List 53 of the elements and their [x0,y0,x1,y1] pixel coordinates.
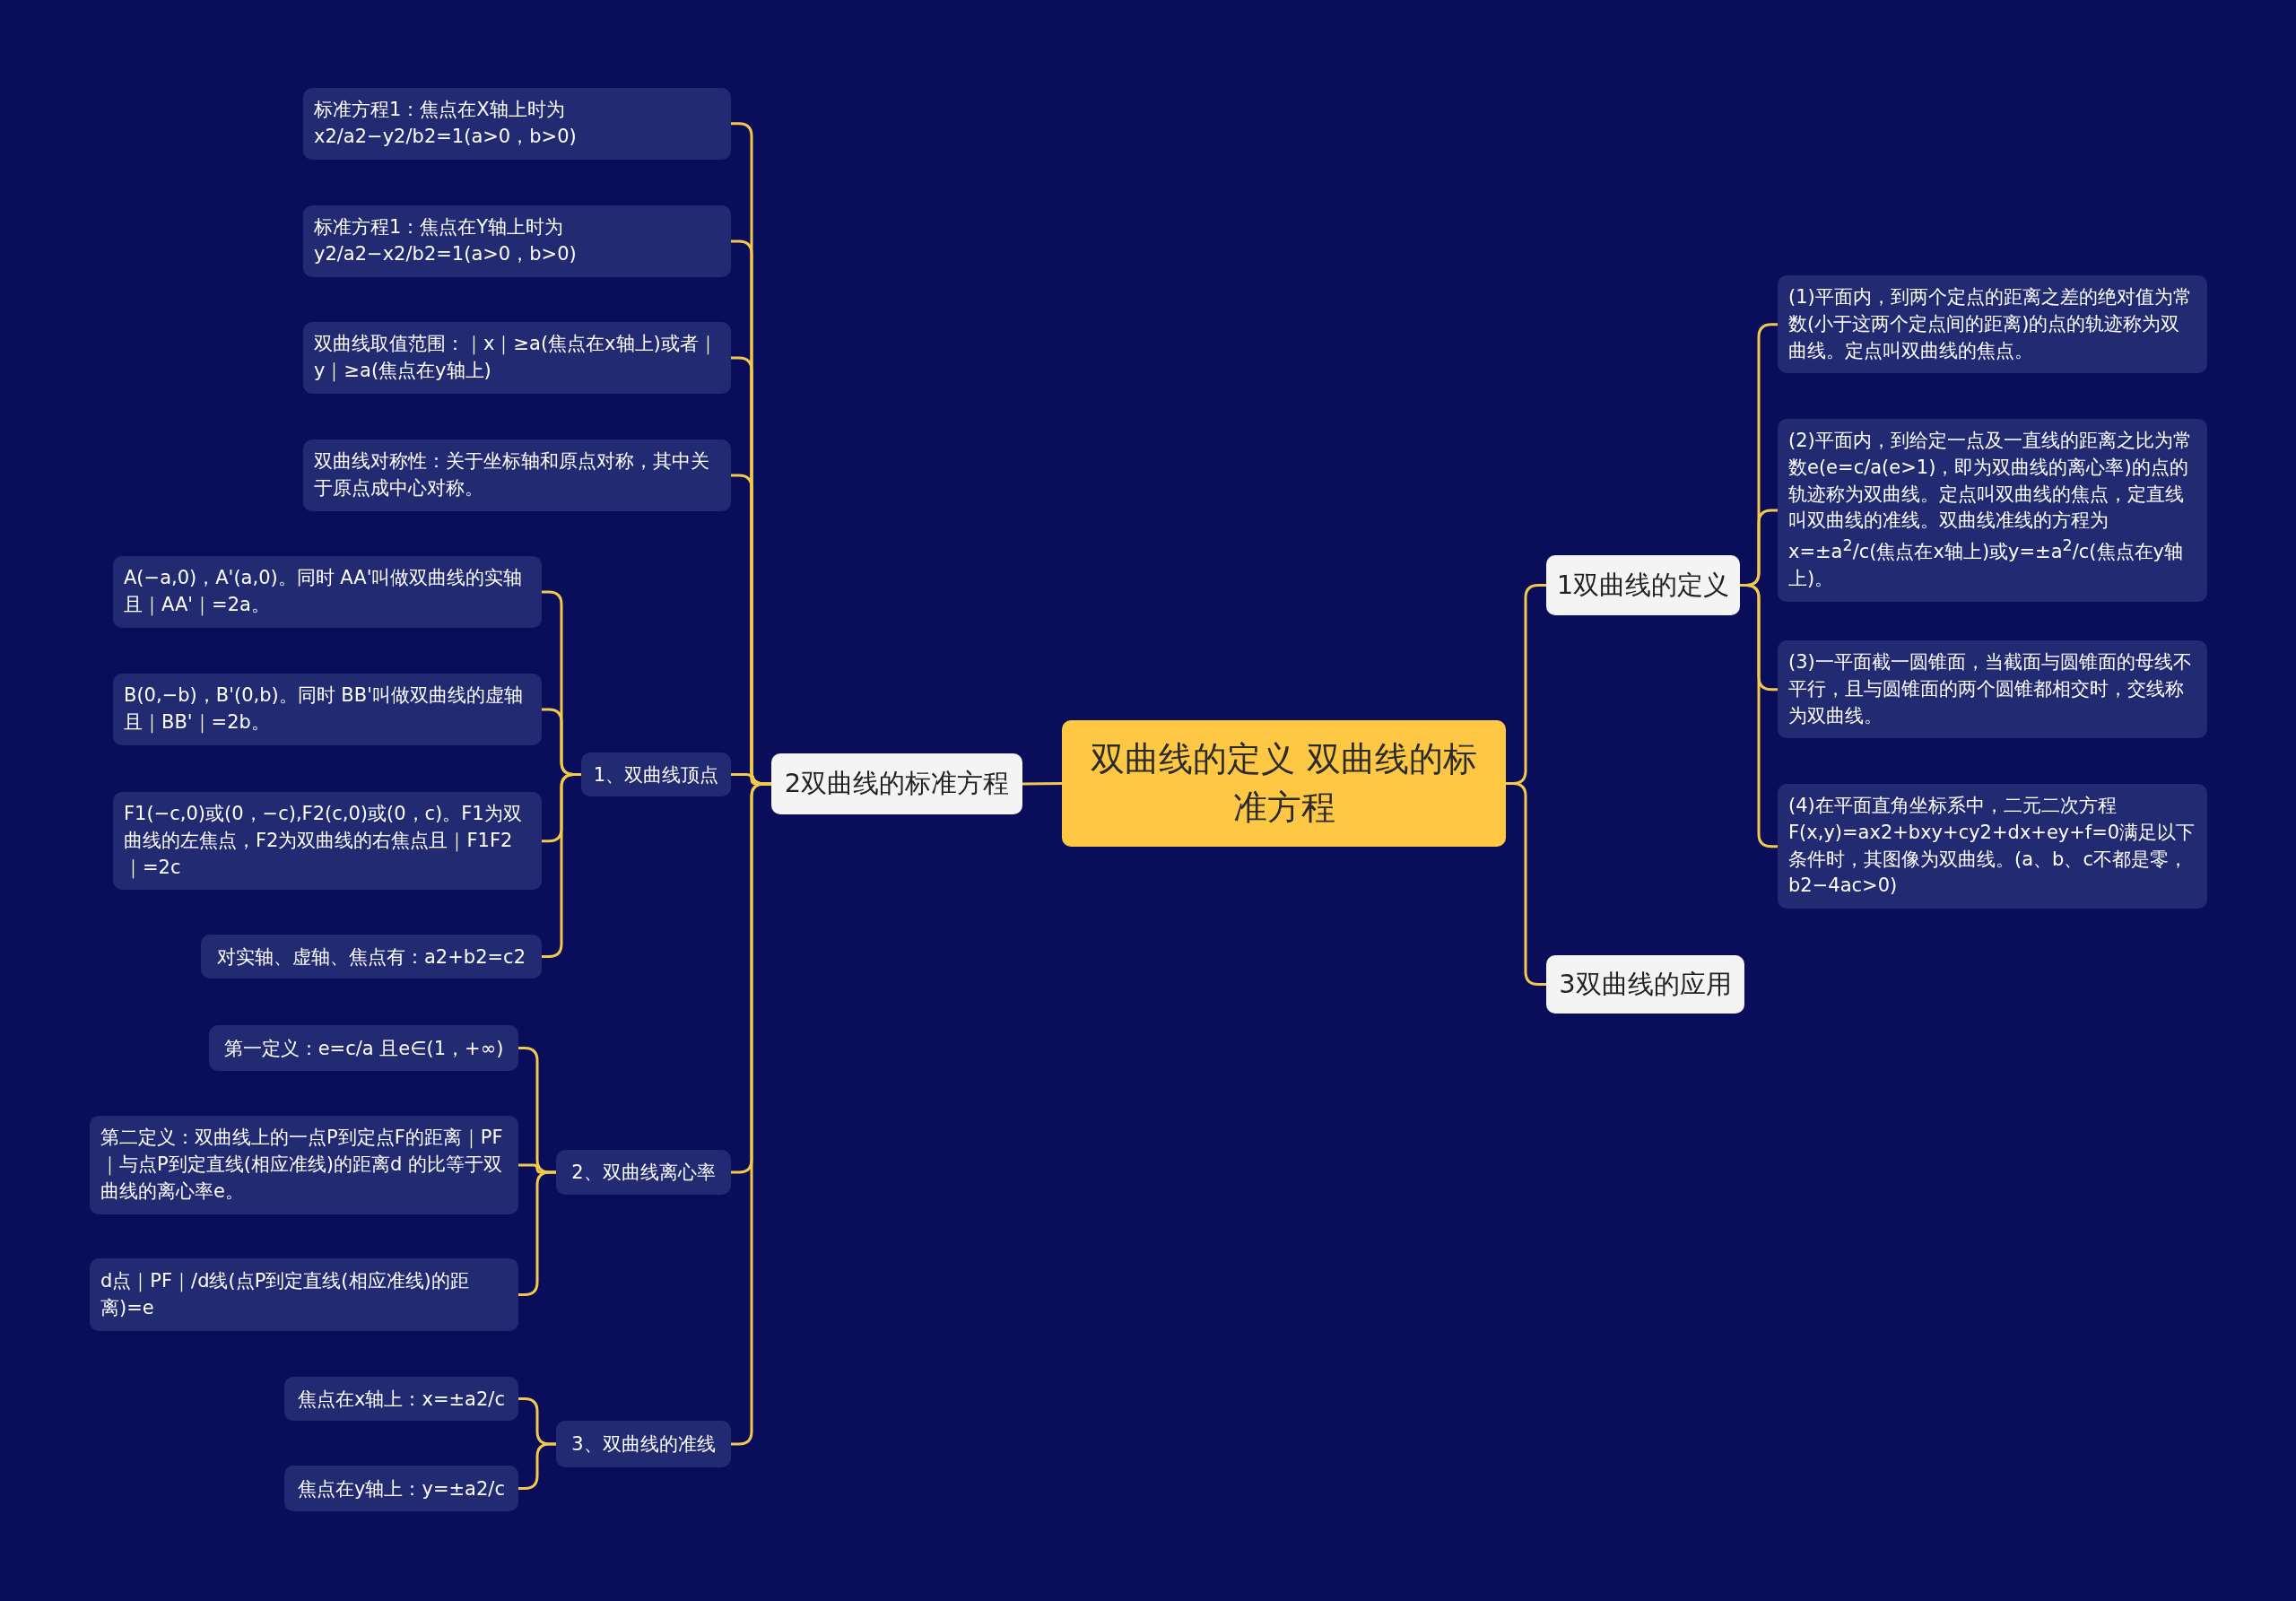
central-topic [1062,720,1506,847]
topic-text: 3双曲线的应用 [1559,967,1732,1001]
subtopic-box [1778,419,2207,602]
subtopic-box [303,88,731,160]
subtopic-box [284,1466,518,1511]
subtopic-box [1778,784,2207,909]
topic-text: A(−a,0)，A'(a,0)。同时 AA'叫做双曲线的实轴且｜AA'｜=2a。 [124,566,524,618]
topic-box [1546,955,1744,1014]
topic-text: 第二定义：双曲线上的一点P到定点F的距离｜PF｜与点P到定直线(相应准线)的距离d 的比等于双曲线的离心率e。 [100,1126,504,1204]
subtopic-box [113,556,542,628]
subtopic-box [284,1377,518,1421]
connector-line [1740,584,1778,848]
topic-text: 1双曲线的定义 [1556,568,1730,602]
subtopic-box [201,935,542,979]
topic-text: (1)平面内，到两个定点的距离之差的绝对值为常数(小于这两个定点间的距离)的点的轨迹称为双曲线。定点叫双曲线的焦点。 [1788,285,2193,363]
topic-text: (4)在平面直角坐标系中，二元二次方程F(x,y)=ax2+bxy+cy2+dx+ey+f=0满足以下条件时，其图像为双曲线。(a、b、c不都是零，b2−4ac>0) [1788,794,2196,899]
subtopic-box [303,322,731,394]
subtopic-box [209,1025,518,1071]
subtopic-box [113,792,542,891]
topic-text: 对实轴、虚轴、焦点有：a2+b2=c2 [217,944,526,970]
topic-text: F1(−c,0)或(0，−c),F2(c,0)或(0，c)。F1为双曲线的左焦点，F2为双曲线的右焦点且｜F1F2｜=2c [124,802,523,881]
topic-text: 焦点在y轴上：y=±a2/c [298,1476,505,1501]
topic-text: d点｜PF｜/d线(点P到定直线(相应准线)的距离)=e [100,1268,470,1320]
topic-text: B(0,−b)，B'(0,b)。同时 BB'叫做双曲线的虚轴且｜BB'｜=2b。 [124,683,524,735]
subtopic-box [556,1150,731,1195]
subtopic-box [1778,640,2207,739]
connector-line [542,773,581,958]
connector-line [1022,782,1062,786]
topic-text: 标准方程1：焦点在X轴上时为x2/a2−y2/b2=1(a>0，b>0) [314,98,578,149]
subtopic-box [303,205,731,277]
topic-box [1546,555,1740,615]
subtopic-box [581,753,731,796]
subtopic-box [90,1116,518,1214]
topic-text: 标准方程1：焦点在Y轴上时为y2/a2−x2/b2=1(a>0，b>0) [314,215,578,266]
topic-text: 双曲线对称性：关于坐标轴和原点对称，其中关于原点成中心对称。 [314,449,710,500]
topic-text: (3)一平面截一圆锥面，当截面与圆锥面的母线不平行，且与圆锥面的两个圆锥都相交时，交线称为双曲线。 [1788,650,2193,728]
subtopic-box [303,439,731,511]
topic-text: 焦点在x轴上：x=±a2/c [298,1387,505,1412]
topic-text: 3、双曲线的准线 [571,1432,716,1457]
subtopic-box [90,1258,518,1331]
subtopic-box [556,1421,731,1467]
subtopic-box [113,674,542,745]
topic-text: 1、双曲线顶点 [593,762,719,787]
topic-text: 2双曲线的标准方程 [784,767,1010,800]
connector-line [518,1170,556,1296]
connector-line [1506,782,1546,986]
topic-text: 双曲线取值范围：｜x｜≥a(焦点在x轴上)或者｜y｜≥a(焦点在y轴上) [314,332,718,384]
topic-text: 第一定义：e=c/a 且e∈(1，+∞) [223,1036,504,1061]
subtopic-box [1778,275,2207,374]
topic-box [771,753,1022,814]
topic-text: 双曲线的定义 双曲线的标准方程 [1090,738,1478,829]
topic-text: (2)平面内，到给定一点及一直线的距离之比为常数e(e=c/a(e>1)，即为双曲线的离心率)的点的轨迹称为双曲线。定点叫双曲线的焦点，定直线叫双曲线的准线。双曲线准线的方程为x=±a$^{2}$/c(焦点在x轴上)或y=±a$^{2}$/c(焦点在y轴上)。 [1788,429,2193,592]
topic-text: 2、双曲线离心率 [571,1161,716,1185]
